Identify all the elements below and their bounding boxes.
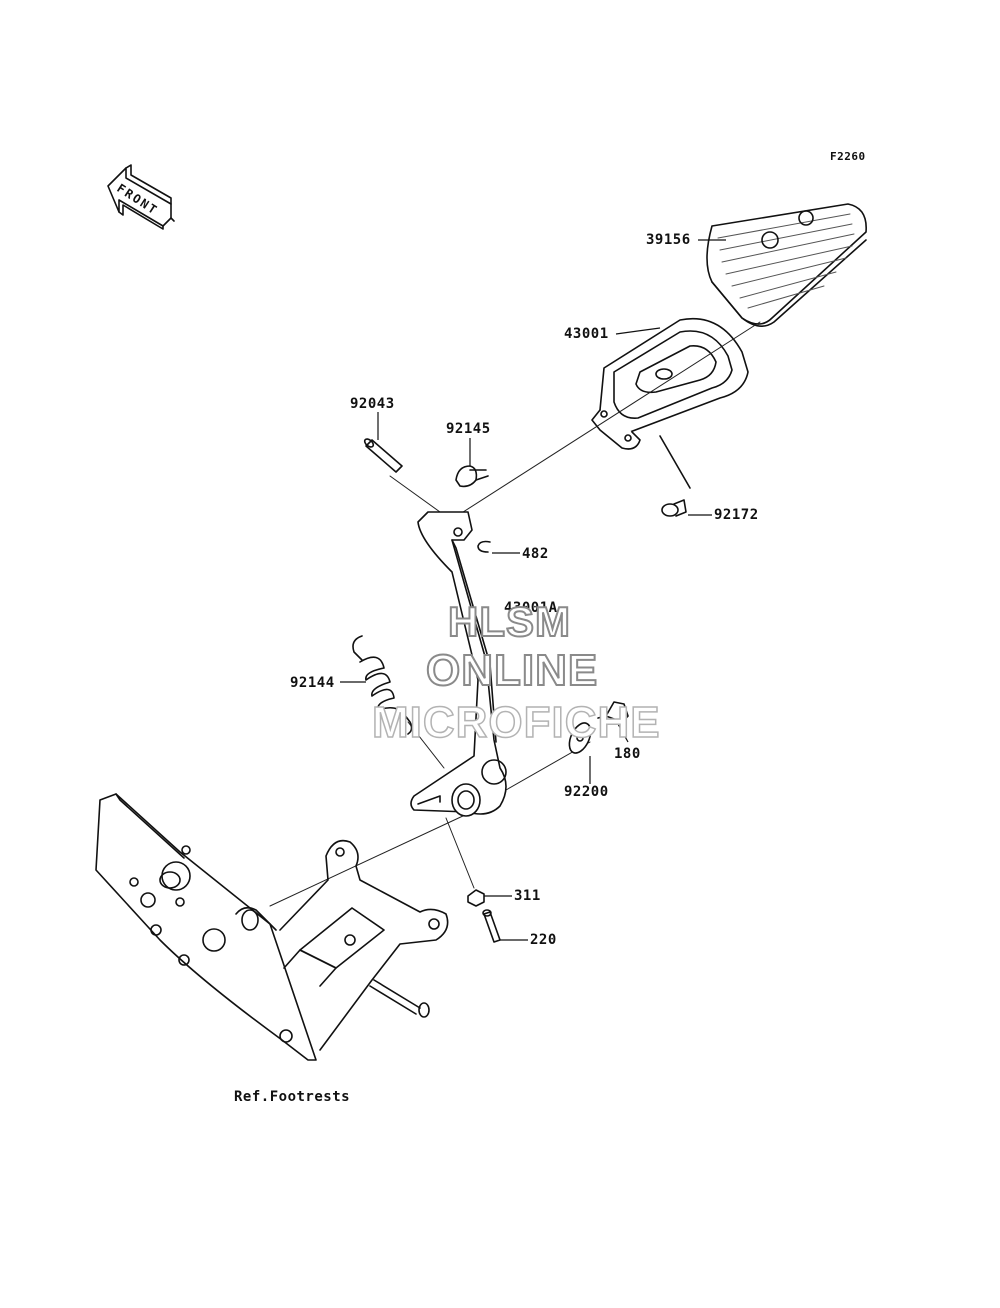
spring-92144	[352, 635, 413, 735]
part-label-482: 482	[522, 546, 549, 562]
part-label-92145: 92145	[446, 421, 491, 437]
figure-code: F2260	[830, 150, 866, 163]
bolt-180	[597, 701, 629, 723]
pedal-pad	[591, 318, 749, 489]
pin-92043	[363, 438, 403, 473]
footrest-bracket	[95, 793, 449, 1061]
nut-311	[467, 889, 485, 907]
bolt-220	[482, 909, 501, 943]
clip-482	[477, 540, 491, 553]
part-label-92144: 92144	[290, 675, 335, 691]
washer-92200	[568, 722, 592, 754]
part-label-39156: 39156	[646, 232, 691, 248]
front-arrow-icon	[107, 164, 175, 230]
pedal-rubber-pad	[706, 203, 867, 327]
part-label-92172: 92172	[714, 507, 759, 523]
part-label-92043: 92043	[350, 396, 395, 412]
clip-92145	[455, 465, 489, 488]
part-label-180: 180	[614, 746, 641, 762]
brake-pedal-arm	[410, 511, 507, 817]
part-label-311: 311	[514, 888, 541, 904]
bolt-92172	[661, 499, 687, 517]
part-label-43001: 43001	[564, 326, 609, 342]
part-label-220: 220	[530, 932, 557, 948]
reference-label: Ref.Footrests	[234, 1089, 351, 1105]
part-label-92200: 92200	[564, 784, 609, 800]
part-label-43001A: 43001A	[504, 600, 558, 616]
